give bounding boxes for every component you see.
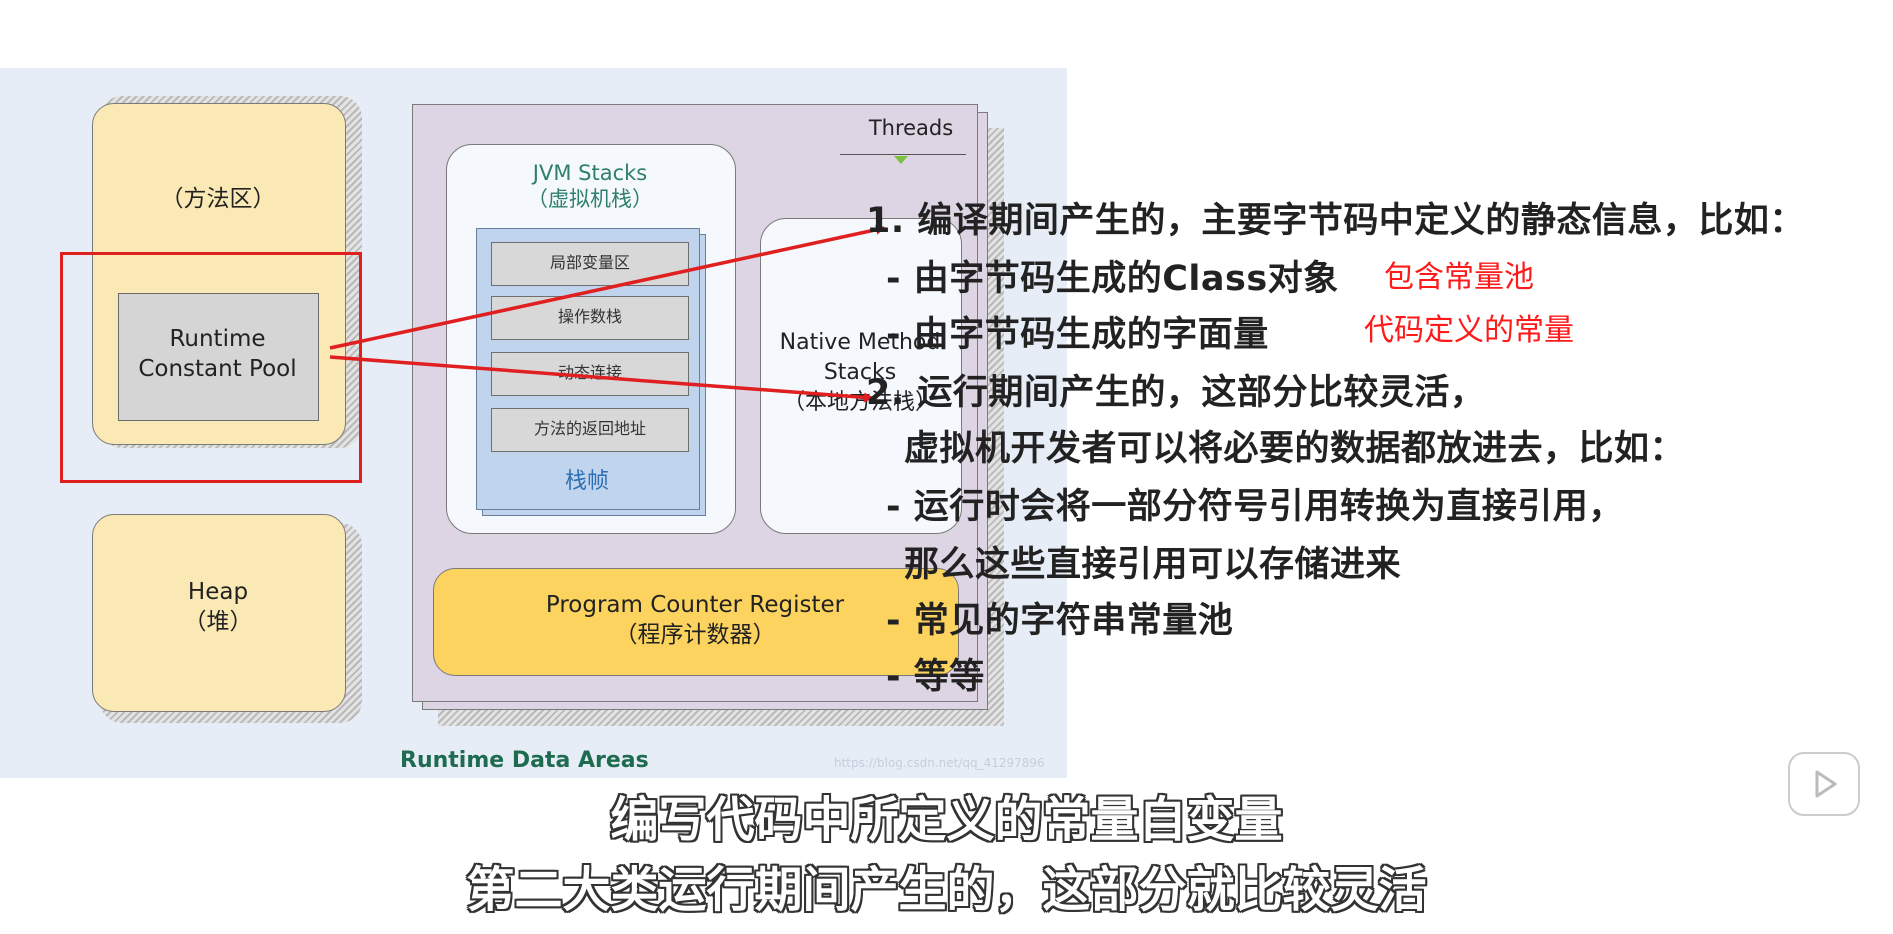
jvm-runtime-data-areas-diagram: （方法区） Runtime Constant Pool Heap （堆） Thr… <box>0 68 1067 778</box>
threads-label: Threads <box>868 116 954 140</box>
threads-underline <box>840 154 966 155</box>
play-icon <box>1815 770 1837 798</box>
runtime-data-areas-label: Runtime Data Areas <box>400 748 649 773</box>
note-line-2: - 由字节码生成的Class对象 <box>886 259 1339 299</box>
jvm-stacks-subtitle: （虚拟机栈） <box>527 187 653 211</box>
heap-box <box>92 514 346 712</box>
program-counter-register-label: Program Counter Register （程序计数器） <box>545 592 845 648</box>
native-method-stacks-box <box>760 218 962 534</box>
play-button[interactable] <box>1788 752 1860 816</box>
jvm-stacks-title: JVM Stacks <box>532 161 648 185</box>
runtime-constant-pool-box <box>118 293 319 421</box>
stack-frame-label: 栈帧 <box>564 469 609 494</box>
program-counter-register-box <box>433 568 959 676</box>
heap-label: Heap （堆） <box>183 579 253 635</box>
note-line-9: - 等等 <box>886 657 985 697</box>
arrow-to-runtime <box>329 355 874 403</box>
threads-marker-icon <box>894 156 908 164</box>
note-line-7: 那么这些直接引用可以存储进来 <box>904 545 1402 585</box>
note-line-8: - 常见的字符串常量池 <box>886 601 1234 641</box>
note-line-4: 2. 运行期间产生的，这部分比较灵活， <box>866 373 1486 413</box>
subtitle-line-1: 编写代码中所定义的常量自变量 <box>610 792 1283 848</box>
runtime-constant-pool-label: Runtime Constant Pool <box>138 326 297 382</box>
method-area-label: （方法区） <box>160 186 276 212</box>
note-line-3-annotation: 代码定义的常量 <box>1364 313 1574 348</box>
note-line-5: 虚拟机开发者可以将必要的数据都放进去，比如： <box>904 429 1686 469</box>
native-method-stacks-label: Native Method Stacks （本地方法栈） <box>779 330 941 415</box>
note-line-2-annotation: 包含常量池 <box>1384 260 1534 295</box>
note-line-6: - 运行时会将一部分符号引用转换为直接引用， <box>886 487 1624 527</box>
frame-row-operand-stack: 操作数栈 <box>491 296 689 340</box>
watermark: https://blog.csdn.net/qq_41297896 <box>834 756 1045 770</box>
arrow-to-compile-time <box>329 224 886 350</box>
note-line-1: 1. 编译期间产生的，主要字节码中定义的静态信息，比如： <box>866 201 1805 241</box>
note-line-3: - 由字节码生成的字面量 <box>886 315 1269 355</box>
subtitle-line-2: 第二大类运行期间产生的，这部分就比较灵活 <box>466 862 1427 918</box>
frame-row-return-address: 方法的返回地址 <box>491 408 689 452</box>
constant-pool-highlight-box <box>60 252 362 483</box>
